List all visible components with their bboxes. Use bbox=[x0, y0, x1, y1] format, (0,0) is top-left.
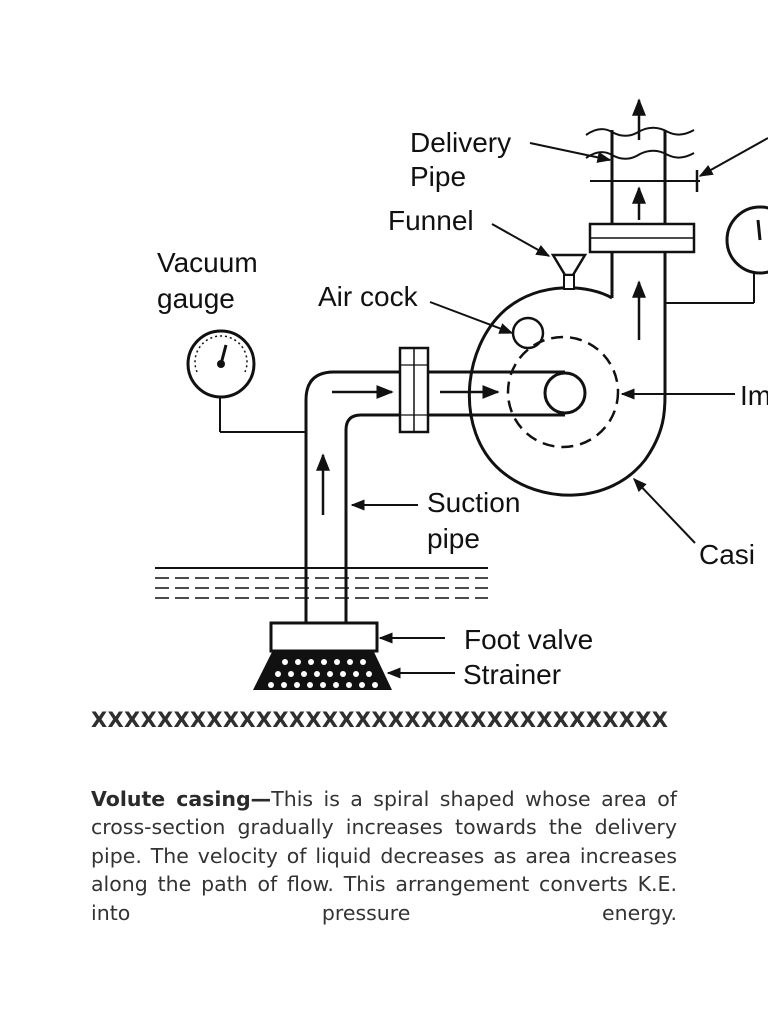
label-air-cock: Air cock bbox=[318, 281, 419, 312]
label-delivery-pipe-1: Delivery bbox=[410, 127, 511, 158]
label-suction-pipe-1: Suction bbox=[427, 487, 520, 518]
label-casing: Casi bbox=[699, 539, 755, 570]
definition-body: This is a spiral shaped whose area of cr… bbox=[91, 786, 677, 925]
funnel bbox=[550, 253, 588, 277]
centrifugal-pump-diagram: Delivery Pipe Funnel Vacuum gauge Air co… bbox=[155, 98, 768, 690]
label-suction-pipe-2: pipe bbox=[427, 523, 480, 554]
label-strainer: Strainer bbox=[463, 659, 561, 690]
label-delivery-pipe-2: Pipe bbox=[410, 161, 466, 192]
definition-paragraph: Volute casing—This is a spiral shaped wh… bbox=[91, 785, 677, 928]
label-vacuum-gauge-1: Vacuum bbox=[157, 247, 258, 278]
impeller bbox=[506, 335, 620, 449]
vacuum-gauge bbox=[186, 329, 306, 433]
foot-valve bbox=[269, 621, 379, 653]
strainer bbox=[253, 652, 392, 690]
delivery-pipe bbox=[585, 98, 700, 395]
leader-arrows bbox=[350, 137, 768, 679]
label-impeller: Im bbox=[740, 380, 768, 411]
figure-caption: XXXXXXXXXXXXXXXXXXXXXXXXXXXXXXXXXXX bbox=[91, 708, 669, 732]
label-funnel: Funnel bbox=[388, 205, 474, 236]
definition-term: Volute casing— bbox=[91, 786, 272, 811]
sump-water-lines bbox=[155, 567, 488, 599]
volute-casing bbox=[467, 253, 667, 497]
pressure-gauge bbox=[665, 205, 768, 304]
label-foot-valve: Foot valve bbox=[464, 624, 593, 655]
label-vacuum-gauge-2: gauge bbox=[157, 283, 235, 314]
